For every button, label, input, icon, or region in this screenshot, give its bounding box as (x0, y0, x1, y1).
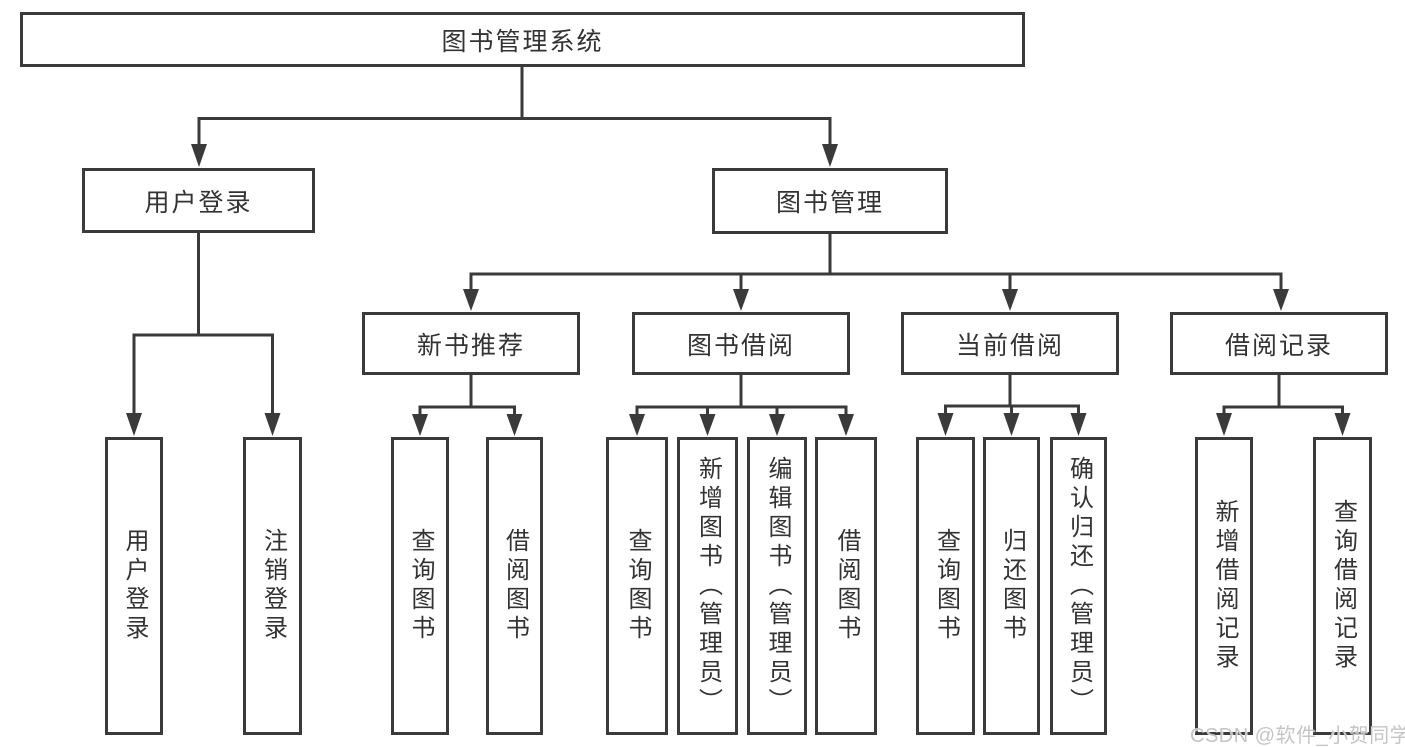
leaf-query-borrow-record: 查询借阅记录 (1313, 437, 1372, 735)
arrowhead-icon (1334, 413, 1351, 436)
arrowhead-icon (463, 289, 479, 311)
leaf-label: 查询图书 (407, 528, 434, 644)
leaf-return-books: 归还图书 (983, 437, 1040, 735)
node-book-management-label: 图书管理 (775, 189, 884, 217)
arrowhead-icon (506, 414, 523, 436)
node-borrow-records: 借阅记录 (1170, 312, 1388, 375)
arrowhead-icon (937, 413, 954, 436)
node-borrow-records-label: 借阅记录 (1224, 331, 1333, 360)
leaf-label: 借阅图书 (501, 528, 529, 644)
leaf-user-login: 用户登录 (105, 437, 163, 735)
leaf-label: 用户登录 (121, 528, 148, 644)
node-root: 图书管理系统 (20, 12, 1025, 67)
node-book-management: 图书管理 (712, 168, 948, 234)
leaf-borrow-books-2: 借阅图书 (815, 437, 877, 735)
arrowhead-icon (1273, 289, 1289, 311)
arrowhead-icon (1070, 413, 1087, 436)
node-book-borrow: 图书借阅 (632, 312, 850, 375)
leaf-confirm-return-admin: 确认归还（管理员） (1050, 437, 1107, 735)
node-new-book-recommend-label: 新书推荐 (416, 331, 525, 360)
arrowhead-icon (1216, 413, 1232, 436)
leaf-query-books-2: 查询图书 (606, 437, 668, 735)
leaf-label: 查询图书 (624, 528, 651, 644)
arrowhead-icon (412, 414, 428, 436)
arrowhead-icon (126, 413, 142, 436)
arrowhead-icon (629, 414, 645, 436)
edge-new-book-to-leaves (412, 374, 523, 436)
node-new-book-recommend: 新书推荐 (362, 312, 580, 375)
edge-book-borrow-to-leaves (629, 374, 854, 436)
leaf-query-books-3: 查询图书 (916, 437, 975, 735)
leaf-add-books-admin: 新增图书（管理员） (677, 437, 738, 735)
node-current-borrow: 当前借阅 (901, 312, 1119, 375)
arrowhead-icon (822, 144, 838, 167)
leaf-label: 编辑图书（管理员） (764, 455, 791, 717)
leaf-label: 归还图书 (998, 528, 1026, 644)
leaf-label: 新增图书（管理员） (694, 455, 722, 717)
leaf-label: 新增借阅记录 (1211, 499, 1238, 673)
leaf-add-borrow-record: 新增借阅记录 (1195, 437, 1253, 735)
leaf-label: 注销登录 (259, 528, 287, 644)
node-user-login: 用户登录 (82, 168, 315, 233)
arrowhead-icon (733, 289, 749, 311)
leaf-label: 确认归还（管理员） (1065, 455, 1093, 717)
arrowhead-icon (1002, 289, 1018, 311)
arrowhead-icon (699, 414, 716, 436)
leaf-borrow-books-1: 借阅图书 (486, 437, 543, 735)
arrowhead-icon (264, 413, 281, 436)
watermark: CSDN @软件_小贺同学 (1190, 725, 1405, 747)
leaf-label: 查询借阅记录 (1329, 499, 1357, 673)
node-root-label: 图书管理系统 (441, 27, 604, 56)
edge-book-mgmt-to-level3 (463, 233, 1289, 311)
leaf-logout: 注销登录 (243, 437, 302, 735)
arrowhead-icon (838, 414, 854, 436)
leaf-query-books-1: 查询图书 (391, 437, 449, 735)
arrowhead-icon (1003, 413, 1020, 436)
edge-borrow-records-to-leaves (1216, 374, 1351, 436)
leaf-label: 借阅图书 (833, 528, 860, 644)
leaf-label: 查询图书 (932, 528, 960, 644)
edge-root-to-level2 (191, 65, 838, 167)
node-current-borrow-label: 当前借阅 (955, 331, 1064, 360)
node-book-borrow-label: 图书借阅 (686, 331, 795, 360)
leaf-edit-books-admin: 编辑图书（管理员） (747, 437, 807, 735)
arrowhead-icon (191, 144, 207, 167)
node-user-login-label: 用户登录 (144, 188, 253, 217)
edge-current-borrow-to-leaves (937, 374, 1087, 436)
edge-user-login-to-leaves (126, 232, 281, 436)
arrowhead-icon (769, 414, 785, 436)
